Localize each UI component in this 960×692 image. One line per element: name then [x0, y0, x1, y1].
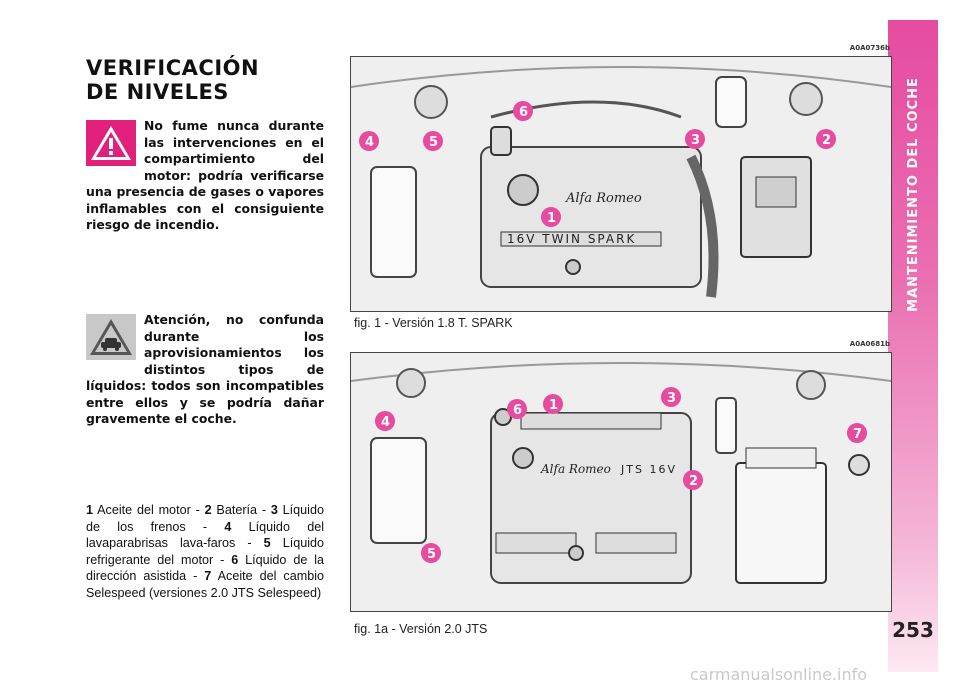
legend-num: 2 — [204, 503, 212, 517]
page-title-line1: VERIFICACIÓN — [86, 56, 260, 80]
parts-legend: 1 Aceite del motor - 2 Batería - 3 Líqui… — [86, 502, 324, 601]
legend-text: Líquido refrigerante del motor - — [86, 536, 325, 567]
engine-label-1: 16V TWIN SPARK — [507, 232, 636, 246]
legend-num: 1 — [86, 503, 94, 517]
callout-label: 3 — [691, 133, 700, 148]
section-title-wrap: MANTENIMIENTO DEL COCHE — [888, 44, 938, 344]
callout-marker: 5 — [421, 543, 441, 563]
callout-label: 5 — [429, 135, 438, 150]
callout-label: 4 — [381, 415, 390, 430]
callout-marker: 7 — [847, 423, 867, 443]
callout-marker: 3 — [685, 129, 705, 149]
callout-marker: 4 — [359, 131, 379, 151]
callout-label: 3 — [667, 391, 676, 406]
page-title: VERIFICACIÓN DE NIVELES — [86, 56, 259, 104]
figure-caption: fig. 1 - Versión 1.8 T. SPARK — [354, 316, 513, 330]
callout-marker: 2 — [683, 470, 703, 490]
page-number: 253 — [892, 618, 934, 642]
legend-text: Líquido de los frenos - — [86, 503, 324, 534]
legend-num: 6 — [231, 552, 239, 567]
callout-marker: 4 — [375, 411, 395, 431]
legend-text: Aceite del cambio Selespeed (versiones 2… — [86, 569, 325, 600]
callout-label: 2 — [689, 474, 698, 489]
legend-text: Líquido de la dirección asistida - — [86, 552, 325, 584]
callout-label: 6 — [513, 403, 522, 418]
attention-text: Atención, no confunda durante los aprovi… — [86, 312, 324, 426]
warning-note: No fume nunca durante las intervenciones… — [86, 118, 324, 234]
engine-label-2: Alfa Romeo — [565, 191, 642, 206]
engine-label-1: JTS 16V — [620, 463, 677, 476]
callout-marker: 6 — [513, 101, 533, 121]
warning-text: No fume nunca durante las intervenciones… — [86, 118, 324, 232]
callout-label: 1 — [549, 398, 558, 413]
section-sidebar: MANTENIMIENTO DEL COCHE — [888, 20, 938, 672]
callout-marker: 5 — [423, 131, 443, 151]
legend-text: Líquido del lavaparabrisas lava-faros - — [86, 519, 325, 551]
legend-num: 4 — [224, 519, 232, 534]
callout-marker: 3 — [661, 387, 681, 407]
figure-code: A0A0736b — [849, 44, 890, 52]
engine-bay-illustration: JTS 16V Alfa Romeo 1 2 3 4 5 6 7 — [350, 352, 892, 612]
legend-text: Aceite del motor - — [97, 503, 200, 517]
engine-bay-illustration: 16V TWIN SPARK Alfa Romeo 1 2 3 4 5 6 — [350, 56, 892, 312]
car-caution-icon — [86, 314, 136, 360]
figure-code: A0A0681b — [849, 340, 890, 348]
section-title: MANTENIMIENTO DEL COCHE — [905, 76, 921, 312]
legend-num: 7 — [204, 569, 212, 583]
callout-marker: 2 — [816, 129, 836, 149]
page-title-line2: DE NIVELES — [86, 80, 229, 104]
legend-num: 3 — [270, 503, 278, 517]
attention-note: Atención, no confunda durante los aprovi… — [86, 312, 324, 428]
callout-label: 5 — [427, 547, 436, 562]
callout-label: 1 — [547, 211, 556, 226]
callout-marker: 6 — [507, 399, 527, 419]
callout-label: 4 — [365, 135, 374, 150]
figure-caption: fig. 1a - Versión 2.0 JTS — [354, 622, 488, 636]
callout-marker: 1 — [541, 207, 561, 227]
callout-marker: 1 — [543, 394, 563, 414]
engine-label-2: Alfa Romeo — [540, 462, 611, 476]
warning-triangle-icon — [86, 120, 136, 166]
legend-text: Batería - — [216, 503, 267, 517]
callout-label: 7 — [853, 427, 862, 442]
watermark: carmanualsonline.info — [690, 665, 868, 684]
callout-label: 2 — [822, 133, 831, 148]
legend-num: 5 — [263, 536, 271, 550]
callout-label: 6 — [519, 105, 528, 120]
